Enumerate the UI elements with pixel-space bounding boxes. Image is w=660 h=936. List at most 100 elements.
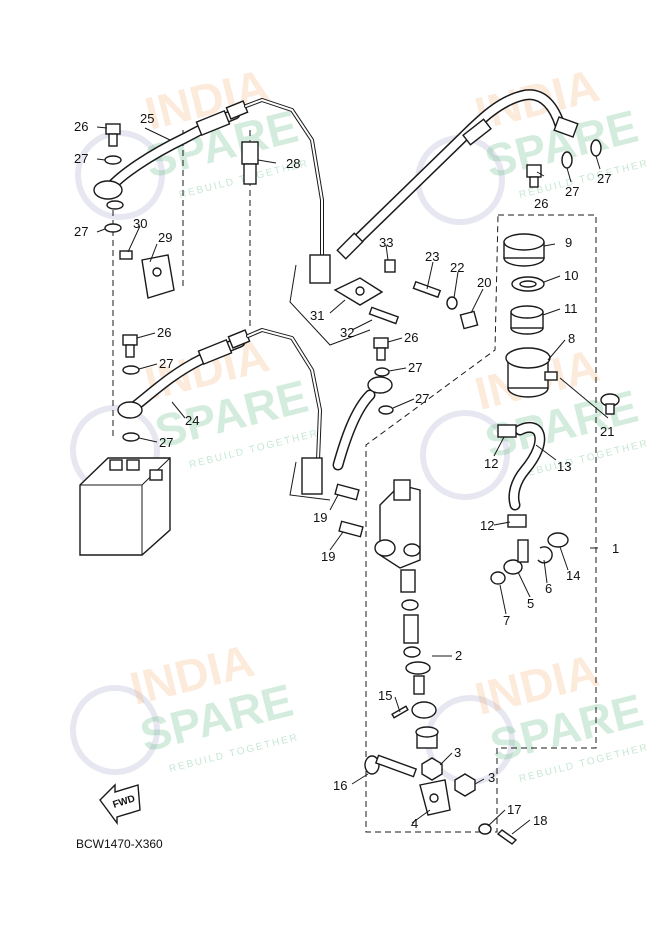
gasket-27e <box>122 432 140 442</box>
diagram-code: BCW1470-X360 <box>76 837 163 851</box>
callout-33: 33 <box>379 235 393 250</box>
gasket-27d <box>122 365 140 375</box>
callout-26a: 26 <box>74 119 88 134</box>
gasket-27a <box>104 155 122 165</box>
callout-27c: 27 <box>159 356 173 371</box>
bolt-20 <box>459 310 479 330</box>
callout-16: 16 <box>333 778 347 793</box>
gasket-27g <box>590 139 602 157</box>
callout-32: 32 <box>340 325 354 340</box>
callout-14: 14 <box>566 568 580 583</box>
callout-19a: 19 <box>313 510 327 525</box>
brake-hose-master <box>332 376 393 471</box>
watermark-logo-icon <box>420 410 510 500</box>
callout-2: 2 <box>455 648 462 663</box>
callout-3a: 3 <box>454 745 461 760</box>
callout-8: 8 <box>568 331 575 346</box>
callout-26d: 26 <box>534 196 548 211</box>
bracket-31 <box>333 277 384 306</box>
callout-27f: 27 <box>415 391 429 406</box>
brake-hose-right <box>336 89 579 260</box>
gasket-27i <box>378 405 394 415</box>
hose-clamp-12b <box>507 514 527 528</box>
callout-23: 23 <box>425 249 439 264</box>
brake-rod-joint-4 <box>419 779 451 816</box>
callout-7: 7 <box>503 613 510 628</box>
o-ring-7 <box>490 571 506 585</box>
circlip-6 <box>537 546 553 564</box>
callout-27e: 27 <box>408 360 422 375</box>
callout-12a: 12 <box>484 456 498 471</box>
reservoir-hose-13 <box>508 421 546 511</box>
callout-22: 22 <box>450 260 464 275</box>
callout-28: 28 <box>286 156 300 171</box>
hose-clamp-12a <box>497 424 517 438</box>
diaphragm-11 <box>510 305 544 335</box>
watermark-logo-icon <box>70 685 160 775</box>
master-cylinder-body <box>374 479 421 569</box>
bolt-19b <box>338 520 364 538</box>
hose-clip-28 <box>241 141 259 185</box>
callout-24: 24 <box>185 413 199 428</box>
callout-13: 13 <box>557 459 571 474</box>
callout-6: 6 <box>545 581 552 596</box>
bolt-19a <box>334 483 360 501</box>
guide-line <box>289 264 371 346</box>
brake-hose-lower <box>117 328 322 462</box>
bolt-32 <box>368 306 400 325</box>
gasket-27f <box>561 151 573 169</box>
callout-27b: 27 <box>74 224 88 239</box>
callout-12b: 12 <box>480 518 494 533</box>
callout-27d: 27 <box>159 435 173 450</box>
diaphragm-plate-10 <box>511 276 545 292</box>
callout-27h: 27 <box>597 171 611 186</box>
bolt-23 <box>412 280 442 299</box>
pipe-fitting-lower <box>301 457 323 495</box>
watermark-bottom: INDIA SPARE REBUILD TOGETHER <box>70 634 300 775</box>
gasket-27h <box>374 367 390 377</box>
cotter-pin-18 <box>496 829 518 845</box>
union-bolt-26d <box>373 337 389 361</box>
nut-3a <box>421 757 443 781</box>
callout-20: 20 <box>477 275 491 290</box>
callout-1: 1 <box>612 541 619 556</box>
callout-11: 11 <box>564 301 578 316</box>
callout-labels: 1 2 3 3 4 5 6 7 8 9 10 11 12 12 13 14 15… <box>74 111 619 831</box>
callout-4: 4 <box>411 816 418 831</box>
watermark-bottom-right: INDIA SPARE REBUILD TOGETHER <box>425 644 650 785</box>
master-cylinder-kit-2 <box>400 569 439 749</box>
washer-22 <box>446 296 458 310</box>
callout-30: 30 <box>133 216 147 231</box>
washer-17 <box>478 823 492 835</box>
bracket-29 <box>141 254 175 299</box>
callout-3b: 3 <box>488 770 495 785</box>
callout-15: 15 <box>378 688 392 703</box>
callout-19b: 19 <box>321 549 335 564</box>
bolt-30 <box>119 250 133 260</box>
gasket-27c <box>104 223 122 233</box>
callout-17: 17 <box>507 802 521 817</box>
callout-26c: 26 <box>404 330 418 345</box>
union-bolt-26c <box>526 164 542 188</box>
callout-27a: 27 <box>74 151 88 166</box>
gasket-27b <box>106 200 124 210</box>
leader-lines <box>96 126 609 835</box>
union-5 <box>503 539 529 575</box>
fwd-arrow-icon: FWD <box>99 783 141 826</box>
callout-9: 9 <box>565 235 572 250</box>
bolt-33 <box>384 259 396 273</box>
reservoir-tank-8 <box>505 347 558 398</box>
grommet-14 <box>547 532 569 548</box>
pipe-fitting-upper <box>309 254 331 284</box>
callout-5: 5 <box>527 596 534 611</box>
callout-29: 29 <box>158 230 172 245</box>
abs-hydraulic-unit <box>79 457 171 556</box>
pin-16 <box>364 754 418 778</box>
callout-26b: 26 <box>157 325 171 340</box>
callout-18: 18 <box>533 813 547 828</box>
union-bolt-26b <box>122 334 138 358</box>
callout-31: 31 <box>310 308 324 323</box>
reservoir-cap-9 <box>503 233 545 267</box>
